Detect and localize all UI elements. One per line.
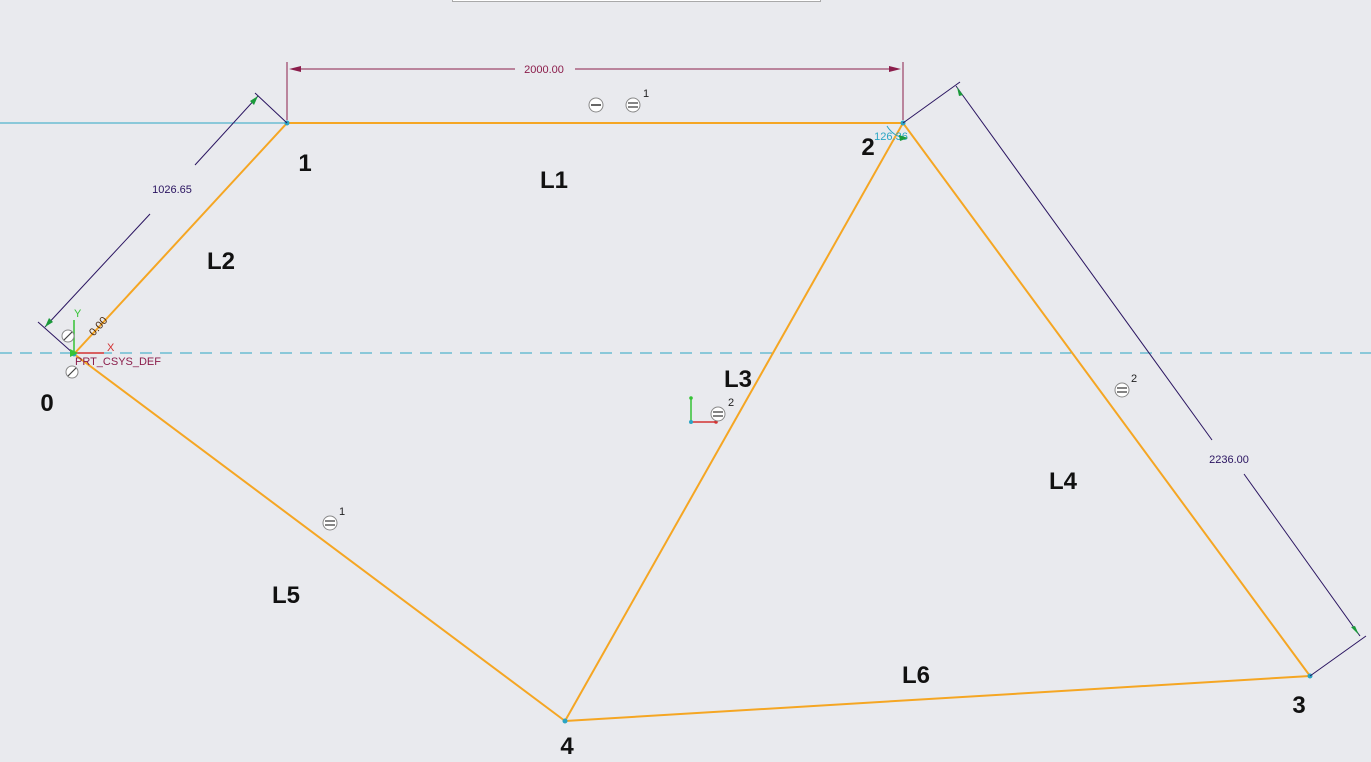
horizontal-constraint-icon[interactable] — [588, 97, 604, 113]
secondary-csys-marker[interactable] — [689, 396, 718, 424]
dimension-text-top-width[interactable]: 2000.00 — [524, 64, 564, 76]
equal-constraint-index-2: 2 — [728, 397, 734, 409]
line-label-L6: L6 — [902, 662, 930, 689]
line-label-L5: L5 — [272, 582, 300, 609]
line-L5[interactable] — [73, 353, 566, 722]
vertex-label-2: 2 — [861, 134, 874, 161]
vertex-label-3: 3 — [1292, 692, 1305, 719]
vertex-point-4[interactable] — [562, 718, 568, 724]
dimension-right-slant[interactable] — [902, 81, 1367, 677]
dimension-top-width[interactable] — [286, 62, 904, 120]
line-label-L4: L4 — [1049, 468, 1078, 495]
equal-constraint-icon-4[interactable] — [322, 515, 338, 531]
angle-arrow-top-right — [899, 135, 908, 141]
line-label-L3: L3 — [724, 366, 752, 393]
coincident-icon-origin-bottom[interactable] — [65, 365, 79, 379]
dimension-text-angle-top-right[interactable]: 126.36 — [874, 131, 908, 143]
dimension-text-left-slant[interactable]: 1026.65 — [152, 184, 192, 196]
equal-constraint-index-3: 2 — [1131, 373, 1137, 385]
line-L4[interactable] — [902, 122, 1311, 677]
equal-constraint-index-1: 1 — [643, 88, 649, 100]
vertex-label-4: 4 — [560, 733, 574, 760]
vertex-label-1: 1 — [298, 150, 311, 177]
csys-y-label: Y — [74, 308, 82, 320]
line-L2[interactable] — [73, 122, 288, 355]
csys-name[interactable]: PRT_CSYS_DEF — [75, 356, 161, 368]
line-label-L1: L1 — [540, 167, 568, 194]
line-L6[interactable] — [564, 675, 1311, 722]
vertex-label-0: 0 — [40, 390, 53, 417]
csys-x-label: X — [107, 342, 115, 354]
toolbar-strip[interactable] — [452, 0, 821, 2]
dimension-left-slant[interactable] — [37, 92, 288, 355]
equal-constraint-icon-3[interactable] — [1114, 382, 1130, 398]
equal-constraint-index-4: 1 — [339, 506, 345, 518]
equal-constraint-icon-1[interactable] — [625, 97, 641, 113]
line-label-L2: L2 — [207, 248, 235, 275]
equal-constraint-icon-2[interactable] — [710, 406, 726, 422]
coincident-icon-origin-top[interactable] — [61, 329, 75, 343]
line-L3[interactable] — [564, 122, 904, 722]
dimension-text-right-slant[interactable]: 2236.00 — [1209, 454, 1249, 466]
